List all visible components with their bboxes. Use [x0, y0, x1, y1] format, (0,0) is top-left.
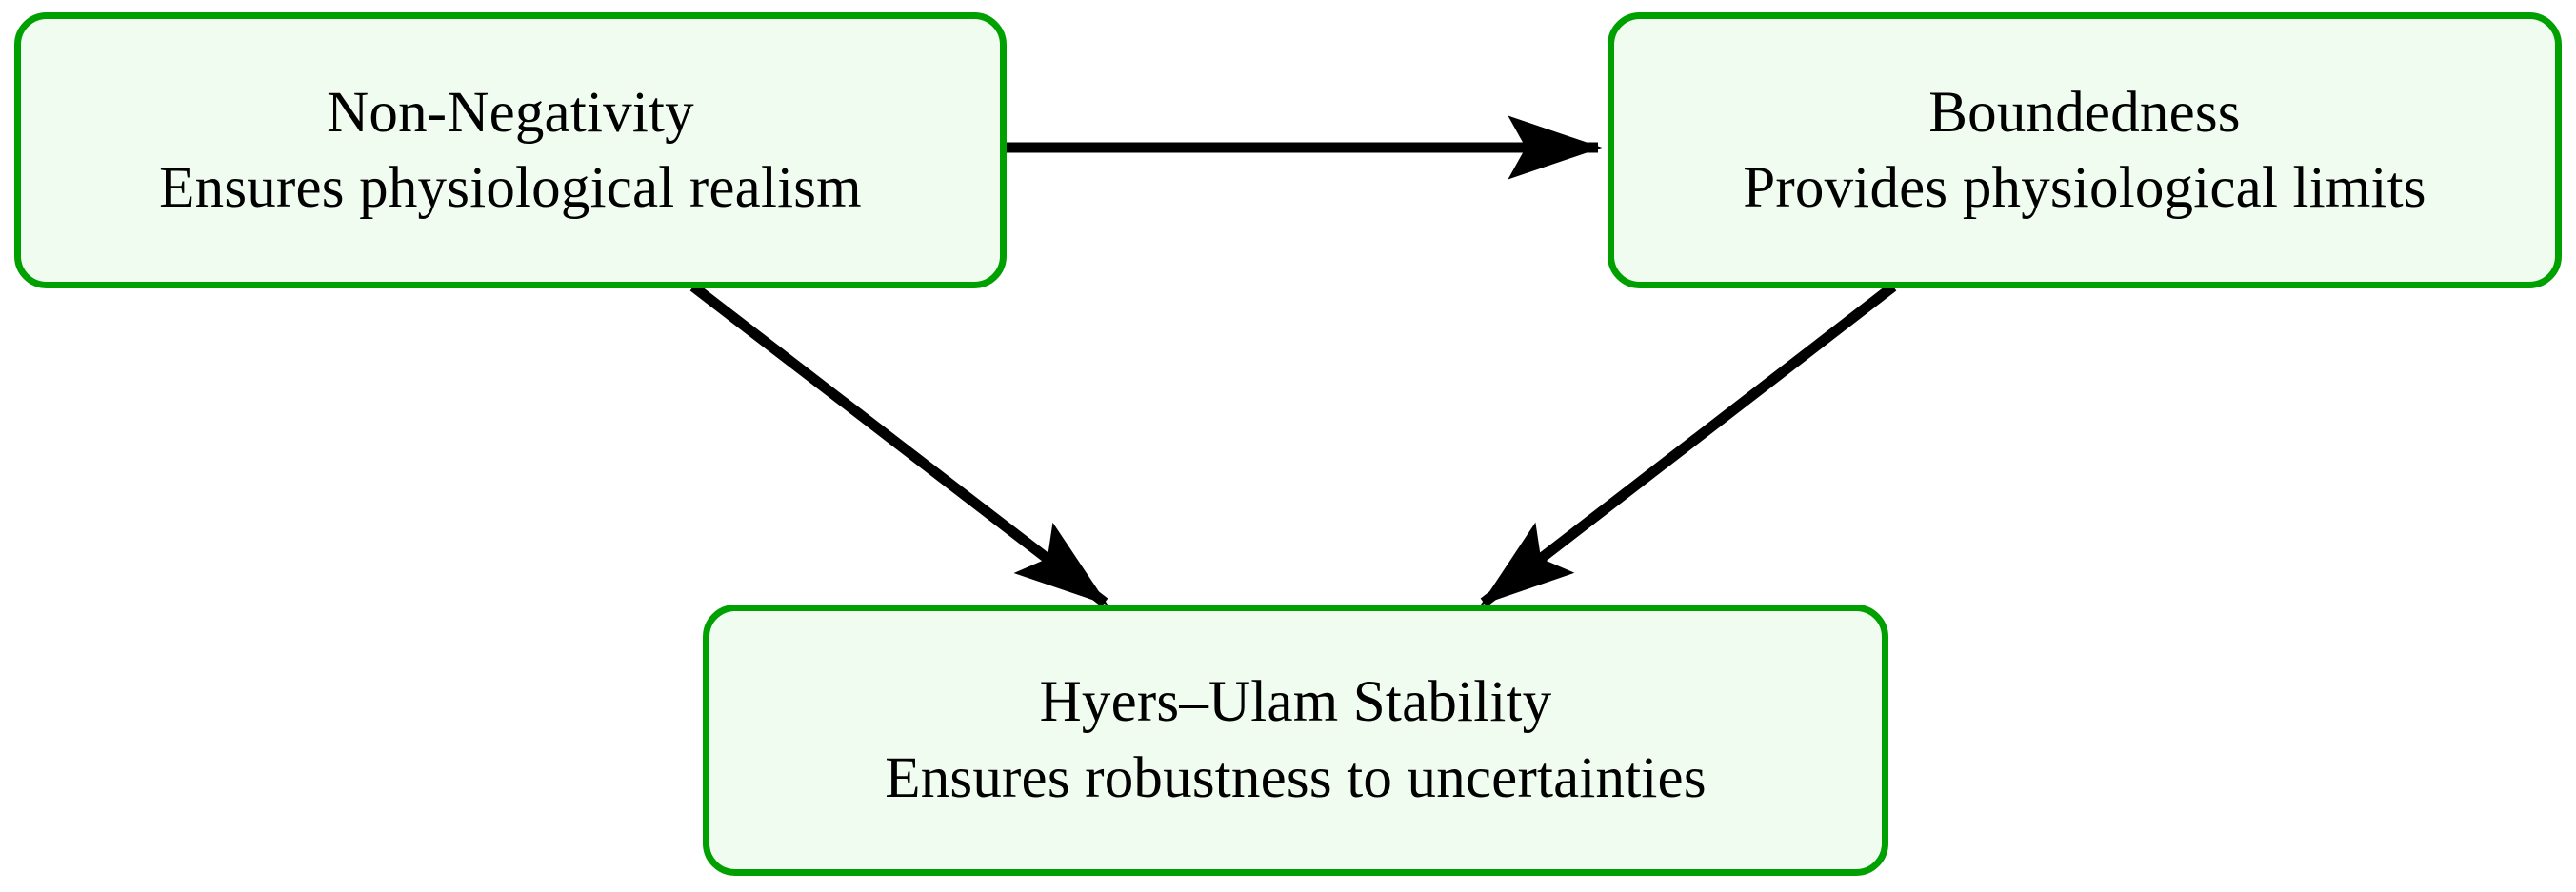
- node-non-negativity-subtitle: Ensures physiological realism: [159, 156, 862, 220]
- node-hyers-ulam-stability-subtitle: Ensures robustness to uncertainties: [885, 745, 1707, 810]
- node-boundedness-title: Boundedness: [1928, 80, 2241, 145]
- edge-non-negativity-to-hyers-ulam-stability: [689, 282, 1108, 607]
- node-hyers-ulam-stability-title: Hyers–Ulam Stability: [1039, 670, 1552, 735]
- node-boundedness[interactable]: Boundedness Provides physiological limit…: [1608, 12, 2562, 288]
- node-non-negativity[interactable]: Non-Negativity Ensures physiological rea…: [14, 12, 1007, 288]
- node-boundedness-subtitle: Provides physiological limits: [1743, 156, 2426, 220]
- node-hyers-ulam-stability[interactable]: Hyers–Ulam Stability Ensures robustness …: [703, 605, 1888, 876]
- node-non-negativity-title: Non-Negativity: [327, 80, 694, 145]
- edge-boundedness-to-hyers-ulam-stability: [1480, 282, 1897, 607]
